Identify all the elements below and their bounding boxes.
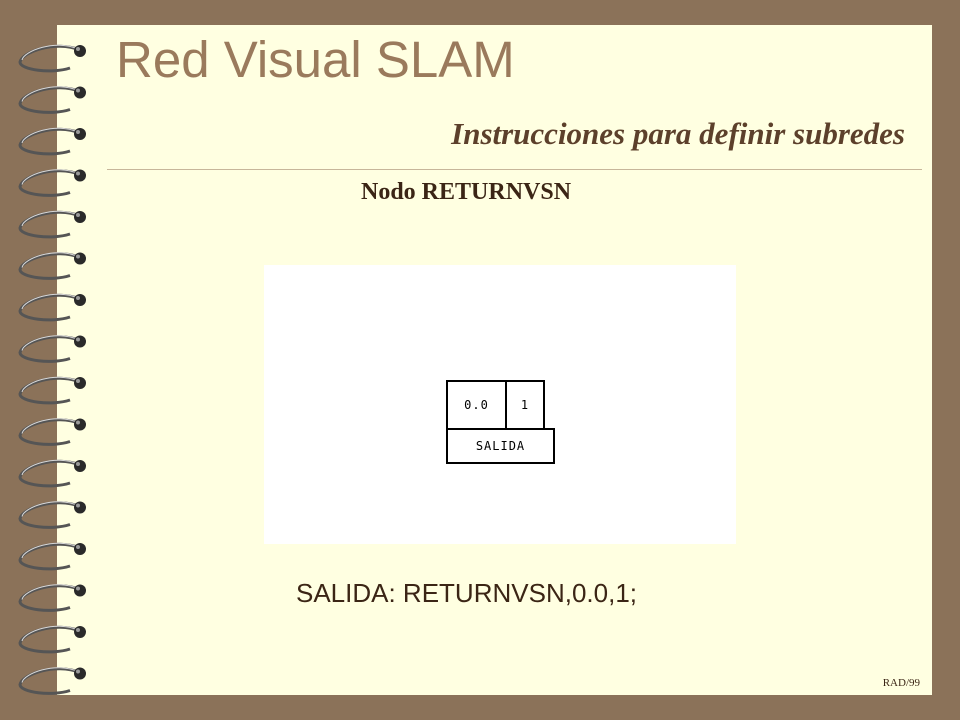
binding-ring <box>18 44 86 73</box>
section-heading: Nodo RETURNVSN <box>361 179 572 205</box>
slide-subtitle: Instrucciones para definir subredes <box>451 116 905 151</box>
node-diagram: 0.0 1 SALIDA <box>264 265 736 544</box>
binding-ring <box>18 293 86 322</box>
node-count-cell: 1 <box>505 380 545 430</box>
binding-ring <box>18 459 86 488</box>
title-divider <box>107 169 922 170</box>
binding-ring <box>18 667 86 695</box>
footer-note: RAD/99 <box>882 677 920 689</box>
binding-ring <box>18 169 86 197</box>
binding-ring <box>18 584 86 612</box>
binding-ring <box>18 127 86 156</box>
binding-ring <box>18 376 86 405</box>
binding-ring <box>18 418 86 446</box>
slide-title: Red Visual SLAM <box>116 31 515 88</box>
returnvsn-node: 0.0 1 SALIDA <box>446 380 556 464</box>
binding-ring <box>18 542 86 571</box>
binding-ring <box>18 625 86 654</box>
binding-ring <box>18 86 86 114</box>
binding-ring <box>18 501 86 529</box>
spiral-binding-icon <box>18 44 86 695</box>
code-statement: SALIDA: RETURNVSN,0.0,1; <box>296 578 637 608</box>
binding-ring <box>18 210 86 239</box>
node-value-cell: 0.0 <box>446 380 507 430</box>
binding-ring <box>18 335 86 363</box>
node-label-cell: SALIDA <box>446 428 555 464</box>
binding-ring <box>18 252 86 280</box>
